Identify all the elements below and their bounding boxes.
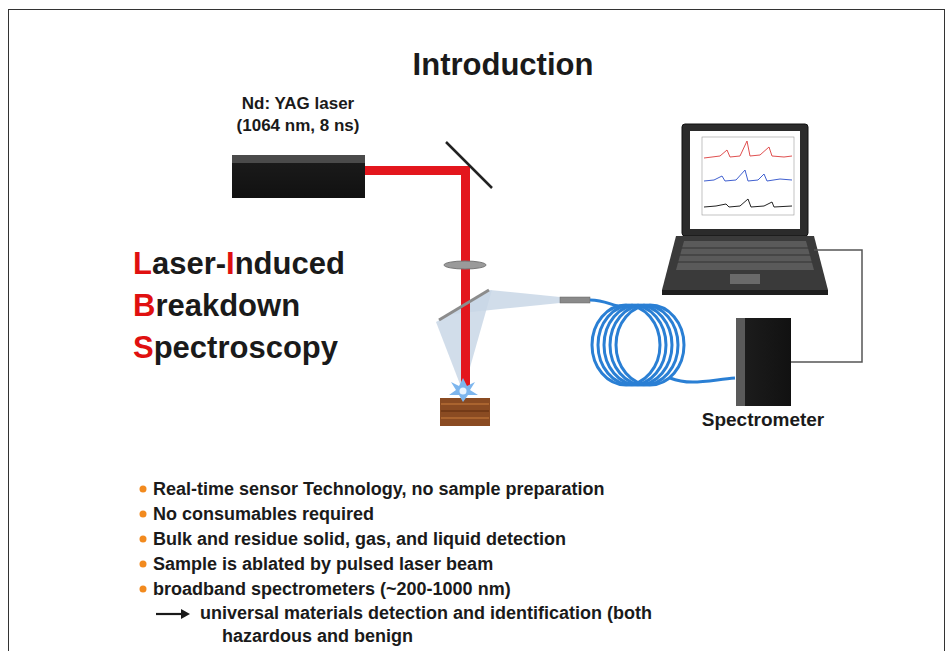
fiber-coil	[592, 305, 684, 385]
initial-letter: S	[133, 330, 154, 365]
bullet-text: No consumables required	[153, 502, 374, 526]
conclusion-text: universal materials detection and identi…	[200, 602, 727, 648]
bullet-dot	[140, 486, 147, 593]
word-part: reakdown	[155, 288, 300, 323]
sample	[440, 398, 490, 426]
technique-name: Laser-Induced Breakdown Spectroscopy	[133, 243, 383, 369]
laser-unit: Nd: YAG laser (1064 nm, 8 ns)	[222, 93, 374, 198]
collection-mirror	[439, 290, 489, 320]
laser-housing	[232, 155, 365, 198]
slide-title: Introduction	[303, 45, 703, 85]
arrow-symbol	[156, 609, 190, 619]
laser-beam	[364, 166, 470, 175]
initial-letter: I	[226, 246, 235, 281]
laser-beam	[461, 166, 470, 388]
device-label: Spectrometer	[688, 408, 838, 432]
slide-frame	[9, 10, 945, 651]
bullet-text: Bulk and residue solid, gas, and liquid …	[153, 527, 566, 551]
word-part: nduced	[235, 246, 345, 281]
usb-cable	[791, 250, 862, 362]
optical-fiber	[590, 300, 618, 306]
bullet-text: Real-time sensor Technology, no sample p…	[153, 477, 604, 501]
spectrometer-unit: Spectrometer	[688, 318, 838, 432]
laptop	[662, 124, 828, 295]
word-part: aser-	[152, 246, 226, 281]
bullet-text: broadband spectrometers (~200-1000 nm)	[153, 577, 511, 601]
optical-fiber	[670, 378, 735, 382]
initial-letter: B	[133, 288, 155, 323]
lens	[444, 261, 486, 269]
bullet-text: Sample is ablated by pulsed laser beam	[153, 552, 493, 576]
fiber-connector	[560, 297, 590, 303]
spectrometer-housing	[736, 318, 791, 406]
word-part: pectroscopy	[154, 330, 338, 365]
mirror	[446, 142, 492, 188]
initial-letter: L	[133, 246, 152, 281]
plasma-spark	[449, 378, 478, 402]
device-label: Nd: YAG laser (1064 nm, 8 ns)	[222, 93, 374, 137]
